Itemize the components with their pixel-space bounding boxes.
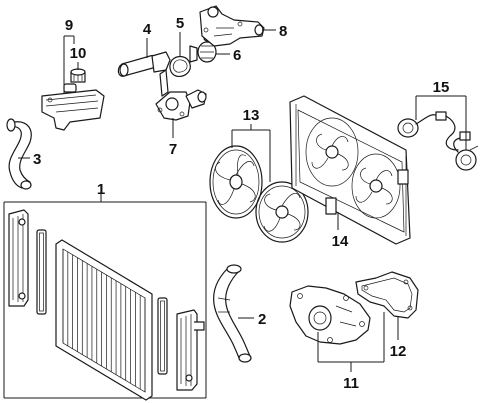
water-outlet — [199, 5, 265, 47]
water-pump-gasket — [355, 271, 419, 319]
radiator-core — [55, 239, 153, 401]
callout-14: 14 — [332, 233, 349, 250]
cooling-fan-right — [255, 181, 309, 243]
lower-radiator-hose — [213, 264, 252, 363]
upper-radiator-hose — [6, 118, 32, 190]
callout-11: 11 — [343, 375, 359, 392]
callout-9: 9 — [65, 17, 73, 34]
coolant-reservoir — [41, 83, 105, 131]
radiator-left-gasket — [36, 229, 47, 315]
callout-15: 15 — [433, 79, 450, 96]
water-inlet-pipe — [117, 51, 171, 97]
callout-5: 5 — [176, 15, 184, 32]
callout-3: 3 — [33, 151, 41, 168]
radiator-right-tank — [176, 309, 205, 391]
radiator-left-tank — [8, 209, 29, 307]
callout-6: 6 — [233, 47, 241, 64]
callout-12: 12 — [390, 343, 407, 360]
callout-2: 2 — [258, 311, 266, 328]
fan-shroud — [289, 95, 411, 245]
callout-13: 13 — [243, 107, 260, 124]
thermostat — [189, 34, 217, 63]
water-outlet-housing — [155, 89, 207, 121]
reservoir-cap — [70, 68, 86, 83]
callout-8: 8 — [279, 23, 287, 40]
callout-4: 4 — [143, 21, 152, 38]
water-pump — [289, 285, 371, 345]
leader-lines — [18, 29, 467, 372]
inlet-gasket — [169, 55, 191, 77]
callout-1: 1 — [97, 181, 105, 198]
callout-labels: 1 2 3 4 5 6 7 8 9 10 11 12 13 14 15 — [33, 15, 449, 392]
fan-motor-upper — [397, 111, 459, 151]
callout-10: 10 — [70, 45, 87, 62]
radiator-right-gasket — [157, 297, 168, 375]
cooling-fan-left — [209, 145, 263, 219]
radiator-assembly-frame — [3, 194, 207, 399]
callout-7: 7 — [169, 141, 177, 158]
